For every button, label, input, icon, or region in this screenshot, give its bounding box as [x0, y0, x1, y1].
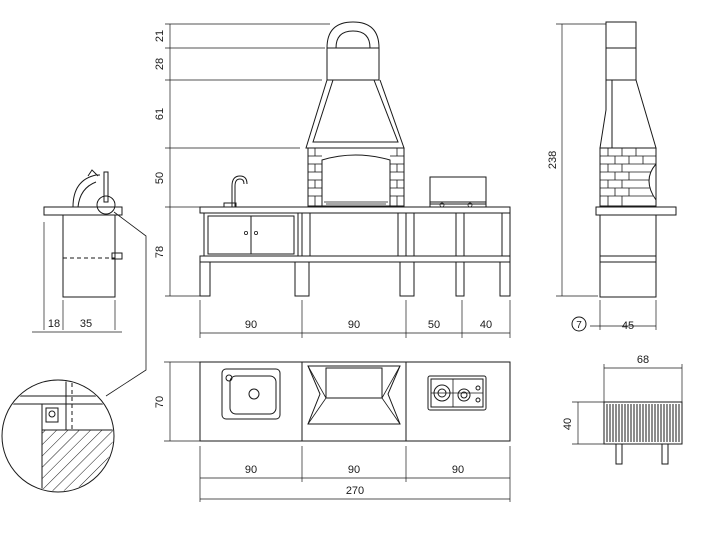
dim-28: 28 — [154, 58, 166, 70]
detail-callout-circle — [96, 195, 116, 215]
detail-view — [1, 379, 115, 493]
countertop — [199, 206, 511, 214]
front-horizontal-dims: 90 90 50 40 — [199, 300, 511, 338]
legs — [199, 261, 511, 297]
dim-50: 50 — [428, 319, 440, 331]
dim-90-top-c: 90 — [452, 464, 464, 476]
dim-50: 50 — [154, 172, 166, 184]
firebox — [307, 147, 405, 207]
grill-grate-detail: 68 40 — [562, 354, 683, 465]
dim-61: 61 — [154, 108, 166, 120]
dim-238: 238 — [547, 151, 559, 169]
dim-40: 40 — [480, 319, 492, 331]
hob — [429, 176, 487, 208]
dim-40-grill: 40 — [562, 418, 574, 430]
top-view: 70 90 90 90 270 — [154, 361, 511, 502]
dim-35: 35 — [80, 318, 92, 330]
faucet — [223, 175, 248, 208]
right-side-view: 238 — [547, 21, 677, 332]
chimney — [305, 21, 405, 149]
marker-7: 7 — [576, 320, 582, 331]
dim-70: 70 — [154, 396, 166, 408]
sink-top — [221, 368, 281, 420]
dim-90-top-a: 90 — [245, 464, 257, 476]
dim-90-top-b: 90 — [348, 464, 360, 476]
dim-90-a: 90 — [245, 319, 257, 331]
dim-45: 45 — [622, 320, 634, 332]
dim-18: 18 — [48, 318, 60, 330]
grill-top — [307, 365, 401, 425]
dim-21: 21 — [154, 30, 166, 42]
middle-cabinet — [301, 212, 407, 257]
hob-top — [427, 375, 487, 411]
lower-shelf — [199, 255, 511, 263]
dim-78: 78 — [154, 246, 166, 258]
dim-68: 68 — [637, 354, 649, 366]
right-cabinet — [405, 212, 511, 257]
sink-cabinet — [203, 212, 299, 257]
marker-circle — [571, 316, 587, 332]
front-view: 21 28 61 50 78 — [154, 21, 511, 338]
left-side-view: 18 35 — [32, 169, 147, 397]
dim-90-b: 90 — [348, 319, 360, 331]
dim-270: 270 — [346, 485, 364, 497]
